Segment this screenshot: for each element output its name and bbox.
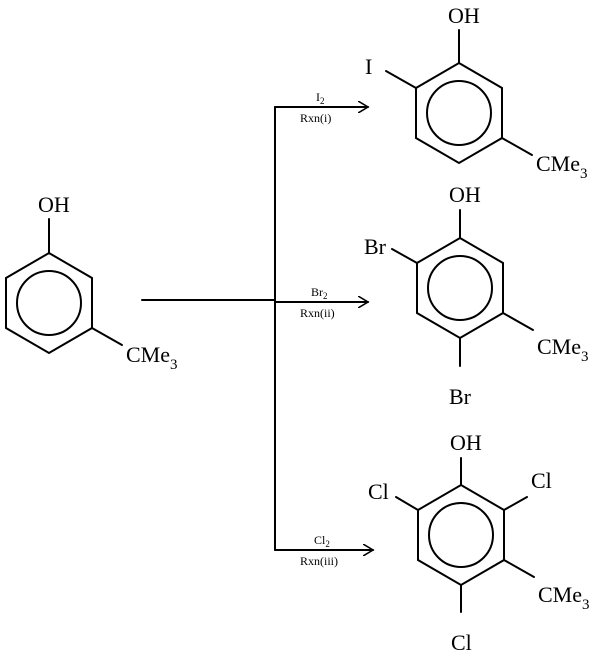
reactant-oh-label: OH — [38, 192, 70, 217]
product-ii-benzene-ring — [416, 236, 504, 340]
product-iii-chloro-para-label: Cl — [451, 630, 472, 655]
product-ii-bromo-para-label: Br — [449, 384, 472, 409]
rxn-iii-label: Rxn(iii) — [300, 554, 338, 568]
reactant-molecule: OH CMe3 — [5, 192, 178, 373]
product-ii-bromo-ortho-bond — [391, 248, 418, 264]
product-ii-oh-label: OH — [449, 182, 481, 207]
product-i-cme3-bond — [501, 137, 533, 156]
reagent-i-label: I2 — [316, 90, 325, 106]
rxn-i-label: Rxn(i) — [300, 111, 331, 125]
product-iii-molecule: OH Cl Cl CMe3 Cl — [368, 430, 590, 655]
product-i-iodo-bond — [385, 70, 417, 89]
reagent-iii-label: Cl2 — [314, 533, 330, 549]
product-ii-molecule: OH Br CMe3 Br — [364, 182, 589, 409]
reactant-cme3-label: CMe3 — [126, 342, 178, 373]
product-i-benzene-ring — [415, 61, 503, 165]
reagent-ii-label: Br2 — [311, 285, 328, 301]
product-iii-chloro-left-label: Cl — [368, 479, 389, 504]
product-i-oh-label: OH — [448, 3, 480, 28]
product-iii-chloro-right-label: Cl — [531, 468, 552, 493]
product-iii-cme3-bond — [503, 559, 535, 578]
product-iii-chloro-left-bond — [395, 496, 419, 511]
product-ii-cme3-label: CMe3 — [537, 334, 589, 365]
product-ii-aromatic-circle — [427, 255, 493, 321]
product-i-molecule: OH I CMe3 — [365, 3, 588, 182]
reactant-aromatic-circle — [16, 270, 82, 336]
product-iii-aromatic-circle — [428, 502, 494, 568]
branching-arrows: I2 Rxn(i) Br2 Rxn(ii) Cl2 Rxn(iii) — [141, 90, 373, 568]
product-iii-oh-label: OH — [450, 430, 482, 455]
rxn-ii-label: Rxn(ii) — [300, 306, 335, 320]
product-ii-bromo-ortho-label: Br — [364, 234, 387, 259]
product-i-aromatic-circle — [426, 80, 492, 146]
product-i-cme3-label: CMe3 — [536, 151, 588, 182]
product-iii-benzene-ring — [417, 483, 505, 587]
reactant-cme3-bond — [91, 327, 123, 346]
product-i-iodo-label: I — [365, 54, 372, 79]
product-iii-cme3-label: CMe3 — [538, 582, 590, 613]
product-iii-chloro-right-bond — [503, 496, 528, 511]
product-ii-cme3-bond — [502, 312, 534, 331]
reactant-benzene-ring — [5, 251, 93, 355]
